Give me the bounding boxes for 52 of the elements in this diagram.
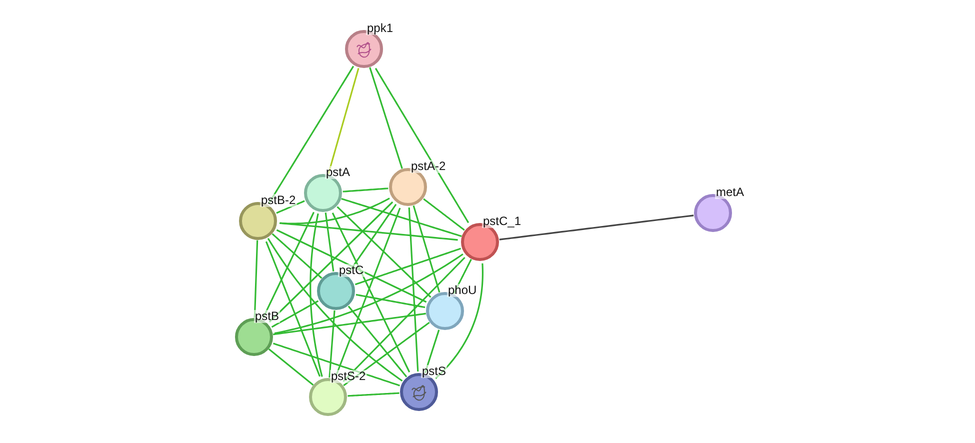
- interaction-line: [280, 198, 390, 224]
- interaction-line: [348, 306, 408, 378]
- protein-label: pstS-2: [330, 370, 367, 383]
- protein-label: pstS: [421, 365, 448, 378]
- interaction-line: [280, 222, 458, 241]
- interaction-line: [412, 205, 440, 293]
- interaction-line: [276, 200, 305, 214]
- interaction-line: [328, 310, 336, 378]
- interaction-line: [342, 256, 466, 382]
- interaction-line: [347, 204, 397, 274]
- protein-label: pstC_1: [482, 215, 522, 228]
- protein-label: pstC: [338, 264, 365, 277]
- protein-label: ppk1: [366, 22, 394, 35]
- interaction-line: [453, 258, 472, 294]
- interaction-line: [271, 300, 319, 328]
- protein-label: pstB: [254, 310, 280, 323]
- interaction-line: [408, 207, 419, 372]
- interaction-line: [254, 240, 258, 318]
- interaction-line: [332, 212, 410, 372]
- interaction-line: [499, 214, 694, 240]
- interaction-line: [423, 198, 465, 231]
- interaction-line: [424, 330, 440, 374]
- interaction-line: [356, 294, 426, 308]
- interaction-line: [435, 263, 484, 379]
- protein-label: phoU: [447, 284, 478, 297]
- interaction-line: [348, 392, 400, 397]
- interaction-line: [324, 212, 334, 272]
- interaction-line: [341, 198, 462, 238]
- interaction-line: [343, 322, 430, 386]
- interaction-line: [335, 208, 401, 376]
- interaction-line: [265, 241, 321, 377]
- interaction-line: [342, 188, 388, 192]
- interaction-line: [268, 66, 354, 204]
- interaction-line: [310, 213, 323, 377]
- interaction-line: [272, 233, 322, 279]
- interaction-line: [268, 348, 314, 386]
- interaction-line: [267, 238, 403, 382]
- protein-label: pstA: [325, 166, 352, 179]
- interaction-line: [273, 342, 400, 386]
- interaction-line: [268, 201, 394, 323]
- interaction-line: [274, 253, 464, 334]
- protein-label: pstB-2: [260, 194, 297, 207]
- interaction-line: [369, 67, 403, 169]
- interaction-line: [273, 312, 426, 336]
- interaction-line: [354, 248, 462, 286]
- interaction-line: [328, 68, 360, 174]
- protein-label: metA: [715, 186, 746, 199]
- interaction-line: [276, 229, 427, 303]
- interaction-line: [262, 212, 315, 318]
- protein-label: pstA-2: [410, 160, 447, 173]
- interaction-line: [336, 206, 432, 298]
- interaction-line: [374, 68, 470, 224]
